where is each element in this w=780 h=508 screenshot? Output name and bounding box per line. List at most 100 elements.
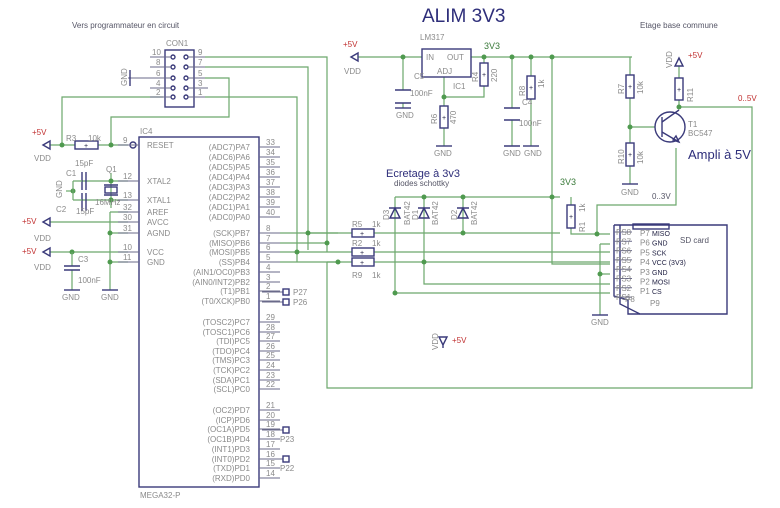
ic4-pin-number: 8 [266,224,271,233]
ic4-pin-label: (T1)PB1 [220,287,250,296]
r10-resistor: + R10 10k GND [617,142,645,197]
r9-resistor: + R9 1k [351,257,381,280]
ic4-body [138,136,260,488]
ic4-pin-label: (RXD)PD0 [212,474,250,483]
svg-text:D2: D2 [450,209,459,220]
ic4-pin-number: 1 [266,292,271,301]
wire-d1 [423,197,610,285]
ic4-pin-label: VCC [147,248,164,257]
svg-text:D3: D3 [382,209,391,220]
ic4-pin-label: (INT0)PD2 [212,455,251,464]
svg-text:1k: 1k [578,203,587,212]
r8-resistor: + R8 1k GND GND [503,75,546,158]
ic4-pin-label: (ADC0)PA0 [209,213,251,222]
svg-text:VDD: VDD [665,51,674,68]
svg-text:GND: GND [55,180,64,198]
crystal-q1: Q1 16MHz [95,165,120,207]
ic4-pin-label: (TOSC2)PC7 [203,318,251,327]
ic4-pin-number: 21 [266,401,275,410]
ic4-pin-number: 22 [266,380,275,389]
con1-gnd-label: GND [120,68,129,86]
svg-text:8: 8 [156,58,161,67]
svg-text:+: + [84,143,88,150]
svg-text:100nF: 100nF [78,276,101,285]
svg-text:P22: P22 [280,464,295,473]
svg-text:R7: R7 [617,83,626,94]
ic4-pin-label: AVCC [147,218,169,227]
svg-text:1: 1 [198,88,203,97]
svg-text:GND: GND [591,318,609,327]
svg-text:R1: R1 [578,221,587,232]
ic4-pin-label: (AIN1/OC0)PB3 [193,268,250,277]
svg-text:ADJ: ADJ [437,67,452,76]
ic4-pin-number: 9 [123,136,128,145]
svg-text:IC1: IC1 [453,82,466,91]
svg-text:R5: R5 [352,220,363,229]
lm317-regulator: LM317 IN OUT ADJ IC1 [420,33,472,91]
net-label-0-5v: 0..5V [738,94,757,103]
svg-text:10k: 10k [636,150,645,164]
wire-sd-vcc [551,197,610,265]
svg-text:BAT42: BAT42 [470,201,479,225]
ic4-pin-number: 17 [266,440,275,449]
ic4-pin-label: (ADC3)PA3 [209,183,251,192]
ic4-pin-number: 29 [266,313,275,322]
svg-text:+: + [482,72,486,79]
svg-text:4: 4 [156,79,161,88]
sd-pin-label: CS [652,289,662,296]
sd-pin-number: P6 [640,239,650,248]
svg-text:T1: T1 [688,120,698,129]
svg-text:R3: R3 [66,134,77,143]
sd-pin-label: MISO [652,231,670,238]
svg-text:10k: 10k [88,134,102,143]
sd-side-pin-label: PS7 [616,237,632,246]
ic4-pin-number: 24 [266,361,275,370]
diode-d2: D2 BAT42 [450,201,479,225]
sd-pin-label: MOSI [652,280,670,287]
ic4-pin-label: (ADC4)PA4 [209,173,251,182]
ic4-pin-label: XTAL1 [147,196,171,205]
sd-side-pin-label: PS4 [616,265,632,274]
pad-p22: P22 [262,455,295,473]
svg-text:+: + [442,115,446,122]
ic4-pin-label: (TXD)PD1 [213,464,250,473]
diode-d1: D1 BAT42 [411,201,440,225]
vdd-symbol-regulator: +5V VDD [343,40,361,76]
svg-text:+: + [569,214,573,221]
svg-text:C2: C2 [56,205,67,214]
title-common-base: Etage base commune [640,21,718,30]
ic4-pin-number: 30 [123,213,132,222]
net-label-3v3: 3V3 [484,41,500,51]
ic4-pin-label: GND [147,258,165,267]
svg-text:R9: R9 [352,271,363,280]
ic4-pin-label: (AIN0/INT2)PB2 [192,278,250,287]
ic4-pin-number: 35 [266,158,275,167]
svg-text:GND: GND [396,111,414,120]
sd-side-pin-label: PS2 [616,284,632,293]
sd-pin-number: P2 [640,278,650,287]
r4-resistor: + R4 220 [471,62,499,87]
c3-capacitor: C3 100nF [64,252,101,290]
svg-text:P9: P9 [650,299,660,308]
svg-text:470: 470 [449,110,458,124]
ic4-pin-number: 10 [123,243,132,252]
svg-text:9: 9 [198,48,203,57]
svg-text:R8: R8 [518,85,527,96]
svg-text:+: + [628,152,632,159]
svg-text:Q1: Q1 [106,165,117,174]
svg-text:GND: GND [503,149,521,158]
wire-con1-pin9 [205,56,328,252]
diode-d3: D3 BAT42 [382,201,412,225]
ic4-pin-number: 23 [266,371,275,380]
ic4-pin-number: 33 [266,138,275,147]
sd-pin-number: P3 [640,268,650,277]
ic4-pin-label: (ICP)PD6 [216,416,251,425]
c4-capacitor: C4 100nF [504,98,542,147]
ic4-pin-label: (TDI)PC5 [216,337,250,346]
ic4-pin-label: (ADC7)PA7 [209,143,251,152]
ic4-pin-number: 6 [266,243,271,252]
svg-text:GND: GND [101,293,119,302]
r7-resistor: + R7 10k [617,74,645,99]
svg-text:+: + [529,85,533,92]
